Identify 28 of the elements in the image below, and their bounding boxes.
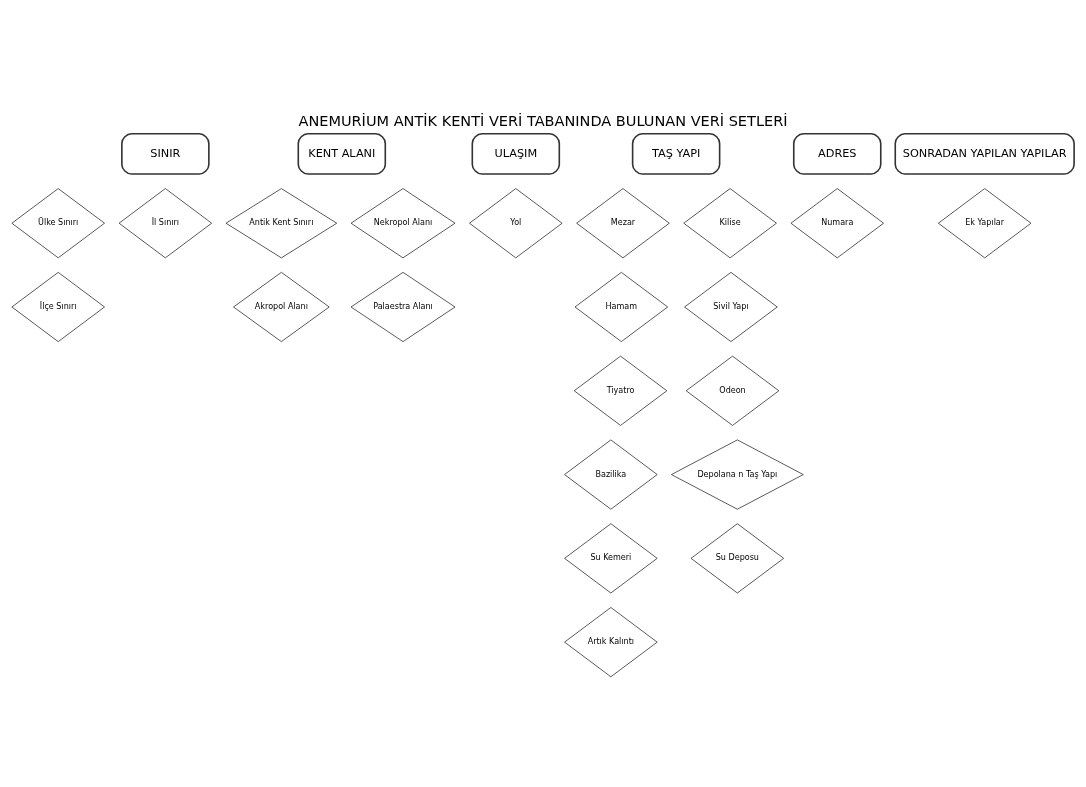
node-diamond: Akropol Alanı	[233, 271, 330, 342]
node-diamond: Artık Kalıntı	[564, 606, 658, 677]
node-diamond: Ülke Sınırı	[11, 187, 105, 258]
node-diamond: İl Sınırı	[118, 187, 213, 258]
node-diamond: Yol	[469, 187, 563, 258]
node-diamond: Antik Kent Sınırı	[225, 187, 338, 258]
node-diamond: Mezar	[576, 187, 670, 258]
node-diamond: Bazilika	[564, 439, 658, 510]
node-diamond: Sivil Yapı	[684, 271, 778, 342]
node-diamond: Su Kemeri	[564, 522, 658, 593]
node-box: ADRES	[792, 132, 882, 175]
node-diamond: Depolana n Taş Yapı	[671, 439, 804, 510]
node-diamond: Su Deposu	[690, 522, 785, 593]
node-diamond: İlçe Sınırı	[11, 271, 105, 342]
diagram-title: ANEMURİUM ANTİK KENTİ VERİ TABANINDA BULUNAN VERİ SETLERİ	[298, 112, 788, 129]
node-diamond: Ek Yapılar	[937, 187, 1032, 258]
node-box: ULAŞIM	[471, 132, 561, 175]
node-box: SINIR	[121, 132, 210, 175]
node-diamond: Odeon	[685, 355, 780, 426]
node-diamond: Palaestra Alanı	[350, 271, 456, 342]
node-diamond: Kilise	[683, 187, 777, 258]
node-box: TAŞ YAPI	[631, 132, 721, 175]
node-box: SONRADAN YAPILAN YAPILAR	[894, 132, 1075, 175]
node-diamond: Numara	[790, 187, 884, 258]
node-diamond: Tiyatro	[573, 355, 668, 426]
node-box: KENT ALANI	[297, 132, 387, 175]
node-diamond: Hamam	[574, 271, 669, 342]
node-diamond: Nekropol Alanı	[350, 187, 456, 258]
